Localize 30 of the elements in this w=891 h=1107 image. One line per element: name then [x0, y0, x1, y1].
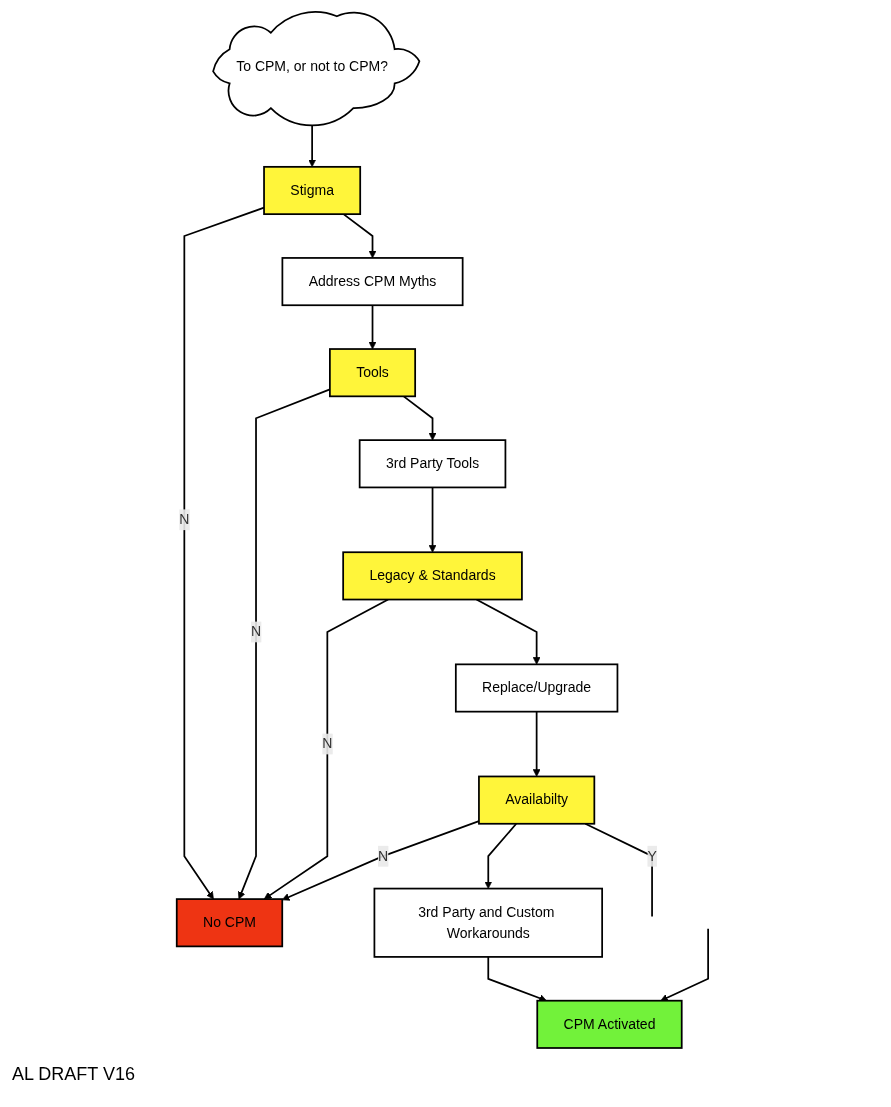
arrow: [402, 395, 437, 441]
node-box: No CPM: [175, 898, 284, 948]
node-box: Replace/Upgrade: [454, 663, 619, 713]
arrow: [487, 956, 547, 1002]
node-box: Stigma: [263, 165, 362, 215]
edge-label: N: [378, 848, 389, 864]
node-box: 3rd Party and Custom Workarounds: [373, 887, 603, 958]
draft-note: AL DRAFT V16: [11, 1063, 137, 1086]
node-box: Tools: [329, 348, 417, 398]
node-box: Address CPM Myths: [281, 257, 464, 307]
arrow: [484, 822, 518, 889]
arrow: [263, 598, 390, 900]
node-box: 3rd Party Tools: [358, 439, 507, 489]
arrow: [237, 388, 331, 900]
edge-label: N: [179, 511, 190, 527]
arrow: [475, 598, 541, 665]
node-box: Availabilty: [478, 775, 596, 825]
node-box: CPM Activated: [536, 999, 683, 1049]
connector: [584, 822, 653, 918]
arrow: [532, 710, 541, 777]
arrow: [183, 206, 265, 900]
arrow: [368, 304, 377, 350]
arrow: [342, 213, 377, 259]
edge-label: N: [322, 736, 333, 752]
edge-label: Y: [647, 848, 657, 864]
arrow: [428, 486, 437, 553]
edge-label: N: [250, 624, 262, 639]
arrow: [281, 820, 480, 901]
arrow: [660, 928, 709, 1002]
node-box: Legacy & Standards: [342, 551, 523, 601]
